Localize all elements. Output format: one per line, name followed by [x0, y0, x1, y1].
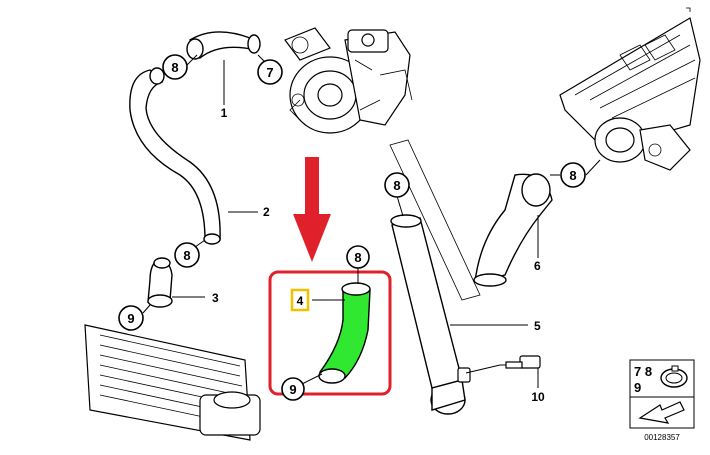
hose-part-1	[186, 31, 261, 60]
part-label-4: 4	[297, 294, 304, 308]
svg-text:8: 8	[171, 60, 178, 75]
part-label-3: 3	[212, 291, 219, 305]
callout-8-mid-left: 8	[174, 242, 200, 268]
callout-7: 7	[257, 59, 283, 85]
callout-9-highlight: 9	[281, 377, 305, 401]
hose-part-3	[147, 257, 173, 308]
part-label-1: 1	[221, 106, 228, 120]
svg-text:8: 8	[393, 178, 400, 193]
turbocharger	[284, 27, 413, 134]
callout-8-pipe: 8	[384, 172, 410, 198]
part-label-10: 10	[531, 390, 545, 404]
hose-part-2	[129, 67, 221, 245]
svg-text:9: 9	[634, 380, 641, 395]
red-arrow-icon	[293, 157, 331, 262]
callout-8-top: 8	[162, 54, 188, 80]
intercooler	[84, 324, 261, 441]
highlight-box	[268, 270, 392, 396]
svg-text:8: 8	[183, 248, 190, 263]
sensor-part-10	[500, 355, 541, 369]
reference-number: 00128357	[644, 433, 680, 442]
svg-text:8: 8	[354, 250, 361, 265]
callout-9-left: 9	[118, 305, 144, 331]
charge-pipe-part-5	[389, 139, 481, 415]
part-label-2: 2	[263, 205, 270, 219]
hose-clamp-icon	[660, 365, 688, 388]
svg-text:7: 7	[266, 65, 273, 80]
corner-mark	[686, 7, 691, 12]
hose-part-4-highlighted	[318, 282, 371, 384]
part-label-6: 6	[534, 259, 541, 273]
svg-text:7 8: 7 8	[634, 364, 652, 379]
svg-text:8: 8	[569, 168, 576, 183]
callout-8-right: 8	[560, 162, 586, 188]
direction-arrow-icon	[638, 401, 685, 424]
svg-text:9: 9	[289, 382, 296, 397]
leader-lines	[142, 54, 601, 388]
svg-text:9: 9	[127, 311, 134, 326]
legend-box: 7 8 9	[629, 359, 695, 429]
hose-part-6	[473, 173, 553, 287]
part-label-5: 5	[534, 319, 541, 333]
intake-manifold	[559, 17, 701, 171]
callout-8-highlight: 8	[346, 245, 370, 269]
part-label-4-box	[290, 288, 310, 312]
